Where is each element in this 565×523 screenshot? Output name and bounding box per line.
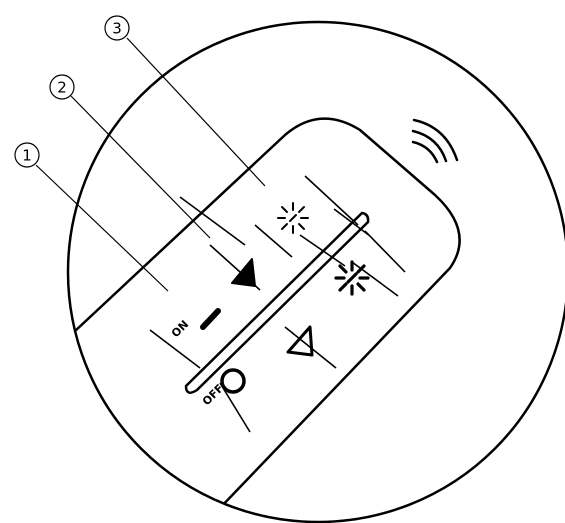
- svg-text:2: 2: [57, 79, 67, 97]
- callout-2: 2: [50, 75, 74, 99]
- callout-1: 1: [15, 143, 39, 167]
- dim-light-icon: [278, 203, 308, 233]
- svg-text:1: 1: [22, 147, 32, 165]
- callout-3: 3: [105, 16, 129, 40]
- bright-light-icon: [336, 262, 368, 294]
- svg-text:3: 3: [112, 20, 122, 38]
